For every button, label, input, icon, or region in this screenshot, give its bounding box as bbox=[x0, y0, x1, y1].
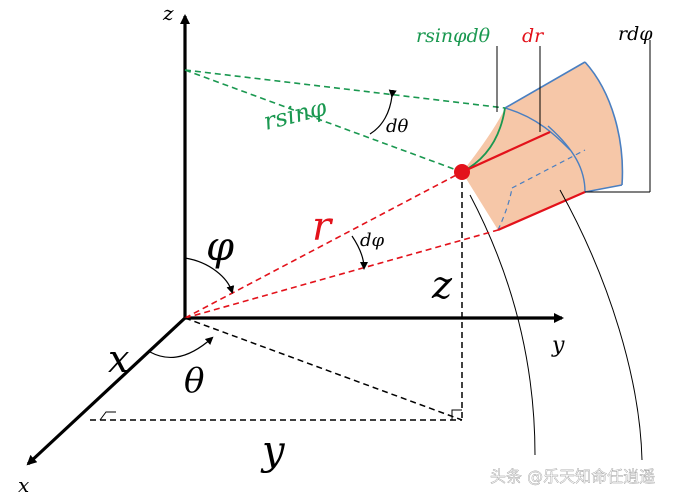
y-axis-label: y bbox=[551, 333, 565, 358]
dr-label: dr bbox=[522, 25, 545, 47]
r-label: r bbox=[312, 204, 334, 250]
volume-outer-arc bbox=[584, 61, 624, 186]
x-axis bbox=[26, 316, 187, 466]
x-axis-big-label: x bbox=[108, 337, 129, 381]
meridian-arc-inner bbox=[469, 194, 536, 456]
r-sin-phi-line-upper bbox=[184, 69, 506, 109]
theta-angle-arc bbox=[149, 336, 214, 358]
dr-edge-top bbox=[461, 130, 551, 174]
meridian-arc-outer bbox=[559, 189, 643, 461]
right-angle-mark-ground bbox=[451, 409, 462, 420]
phi-label: φ bbox=[206, 224, 234, 270]
volume-top-edge bbox=[504, 61, 586, 109]
watermark: 头条 @乐天知命任逍遥 bbox=[490, 467, 655, 486]
y-ground-label: y bbox=[260, 428, 286, 474]
z-height-label: z bbox=[431, 263, 453, 307]
volume-hidden-edge-2 bbox=[511, 149, 586, 189]
volume-inner-arc bbox=[504, 107, 571, 151]
volume-element-fill bbox=[462, 62, 623, 230]
right-angle-mark-x bbox=[99, 411, 116, 421]
dphi-angle-arc bbox=[351, 235, 368, 270]
r-dphi-label: rdφ bbox=[618, 23, 653, 45]
point-P bbox=[454, 164, 470, 180]
volume-bottom-edge bbox=[584, 184, 623, 193]
dtheta-angle-arc bbox=[369, 89, 397, 135]
d-phi-label: dφ bbox=[360, 230, 385, 251]
ground-radial-line bbox=[184, 317, 463, 421]
volume-back-arc bbox=[547, 125, 586, 193]
radius-line-r-dphi bbox=[184, 229, 499, 319]
theta-label: θ bbox=[184, 361, 204, 401]
d-theta-label: dθ bbox=[386, 116, 409, 137]
arc-rsinphidtheta-label: rsinφdθ bbox=[416, 25, 491, 47]
volume-hidden-edge bbox=[497, 187, 513, 231]
phi-angle-arc bbox=[184, 257, 235, 294]
dr-edge-bottom bbox=[497, 190, 586, 232]
x-axis-tip-label: x bbox=[18, 473, 29, 497]
z-axis-label: z bbox=[162, 1, 174, 25]
r-sin-phi-label: rsinφ bbox=[261, 93, 330, 136]
r-sin-phi-line-lower bbox=[184, 69, 463, 173]
